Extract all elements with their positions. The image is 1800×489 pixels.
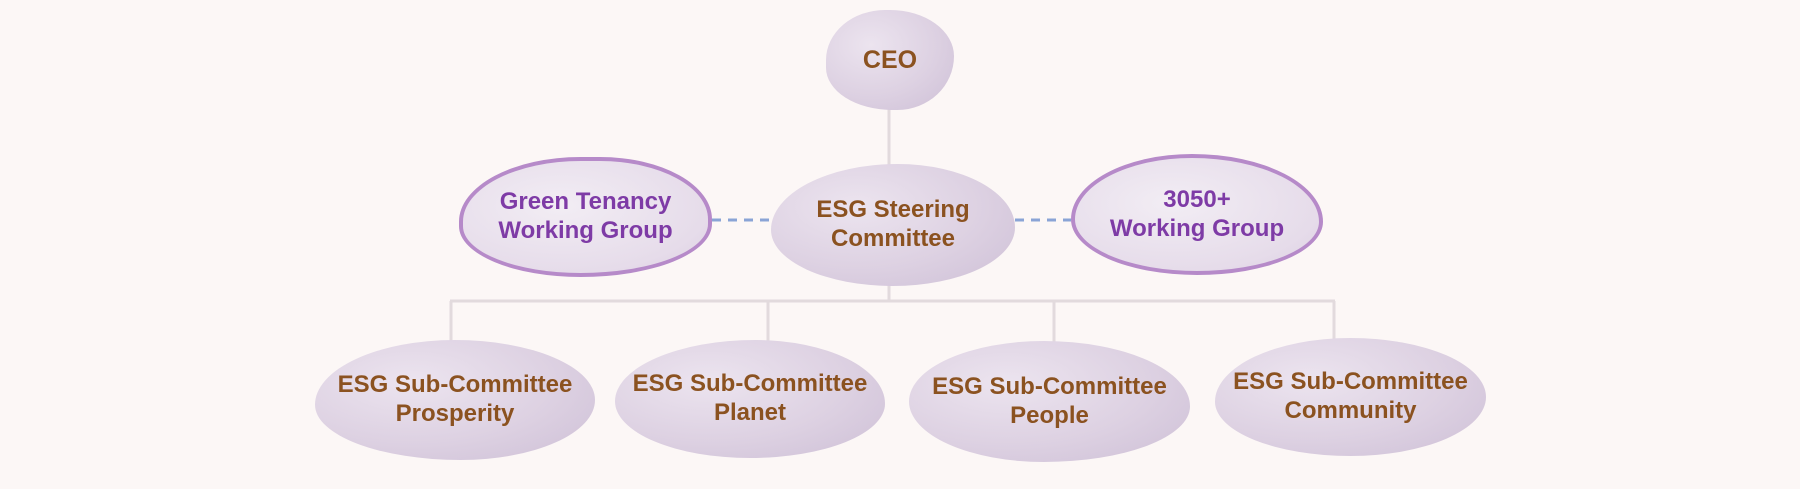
node-planet-line-1: ESG Sub-Committee (632, 370, 868, 398)
node-ceo-label: CEO (862, 46, 918, 74)
node-people-line-2: People (1010, 401, 1089, 429)
node-sub-committee-planet: ESG Sub-Committee Planet (615, 340, 885, 458)
node-3050-line-2: Working Group (1109, 214, 1285, 242)
node-3050-line-1: 3050+ (1163, 185, 1231, 213)
node-steering-line-1: ESG Steering (816, 196, 970, 224)
node-green-tenancy-working-group: Green Tenancy Working Group (459, 157, 712, 277)
node-prosperity-line-1: ESG Sub-Committee (337, 371, 573, 399)
node-people-line-1: ESG Sub-Committee (932, 372, 1167, 400)
node-planet-line-2: Planet (713, 399, 787, 426)
node-sub-committee-prosperity: ESG Sub-Committee Prosperity (315, 340, 595, 460)
node-community-line-2: Community (1284, 397, 1417, 424)
node-esg-steering-committee: ESG Steering Committee (771, 164, 1015, 286)
node-sub-committee-people: ESG Sub-Committee People (909, 341, 1190, 462)
node-ceo: CEO (826, 10, 954, 110)
node-steering-line-2: Committee (830, 225, 956, 252)
node-sub-committee-community: ESG Sub-Committee Community (1215, 338, 1486, 456)
node-prosperity-line-2: Prosperity (395, 400, 515, 427)
node-green-tenancy-line-1: Green Tenancy (499, 188, 672, 216)
node-green-tenancy-line-2: Working Group (498, 217, 673, 244)
node-3050-working-group: 3050+ Working Group (1071, 154, 1323, 275)
node-community-line-1: ESG Sub-Committee (1233, 368, 1468, 396)
